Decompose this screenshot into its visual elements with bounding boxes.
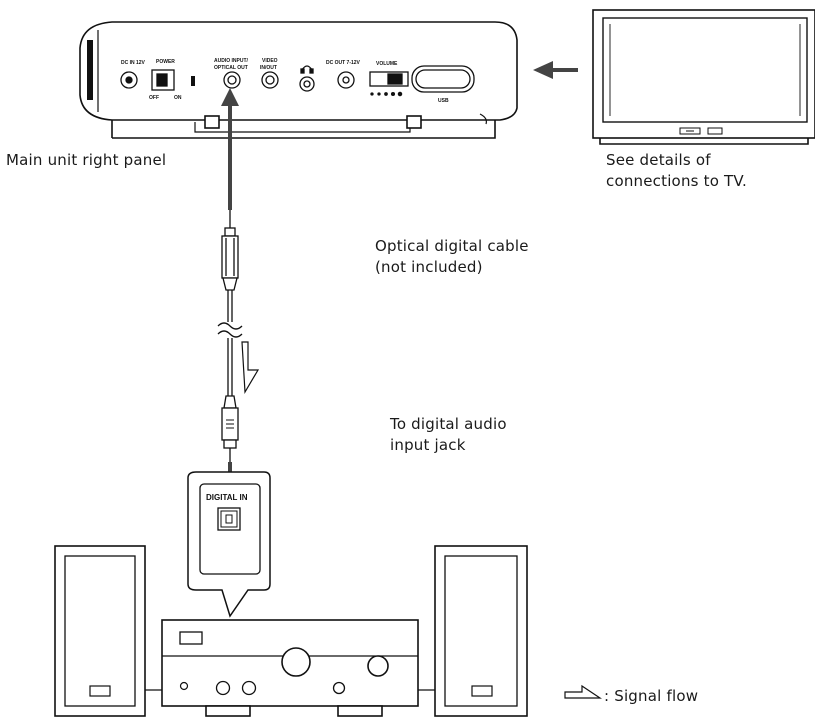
amplifier bbox=[161, 619, 419, 717]
usb-label: USB bbox=[438, 98, 449, 104]
tv-note: See details of connections to TV. bbox=[606, 151, 747, 190]
main-unit-label: Main unit right panel bbox=[6, 151, 167, 169]
power-label: POWER bbox=[156, 59, 175, 65]
optical-cable bbox=[217, 210, 243, 462]
legend-label: : Signal flow bbox=[604, 687, 699, 705]
audio-label-line2: OPTICAL OUT bbox=[214, 65, 248, 71]
volume-label: VOLUME bbox=[376, 61, 398, 67]
signal-flow-arrow bbox=[241, 341, 260, 394]
main-unit-panel bbox=[79, 21, 518, 139]
digital-in-callout bbox=[187, 471, 271, 618]
dc-in-label: DC IN 12V bbox=[121, 60, 146, 66]
left-speaker bbox=[54, 545, 146, 717]
right-speaker bbox=[434, 545, 528, 717]
power-on-label: ON bbox=[174, 95, 182, 101]
power-off-label: OFF bbox=[149, 95, 159, 101]
panel-labels: DC IN 12V POWER OFF ON AUDIO INPUT/ OPTI… bbox=[121, 58, 449, 104]
video-label-line1: VIDEO bbox=[262, 58, 278, 64]
tv bbox=[592, 9, 815, 145]
cable-arrow-up bbox=[221, 88, 239, 210]
legend-signal-flow-icon bbox=[564, 684, 602, 699]
video-label-line2: IN/OUT bbox=[260, 65, 277, 71]
panel-controls bbox=[120, 65, 475, 97]
dc-out-label: DC OUT 7-12V bbox=[326, 60, 361, 66]
target-label: To digital audio input jack bbox=[390, 415, 507, 454]
digital-in-label: DIGITAL IN bbox=[206, 493, 248, 502]
tv-arrow bbox=[533, 61, 578, 79]
cable-label: Optical digital cable (not included) bbox=[375, 237, 529, 276]
audio-label-line1: AUDIO INPUT/ bbox=[214, 58, 249, 64]
